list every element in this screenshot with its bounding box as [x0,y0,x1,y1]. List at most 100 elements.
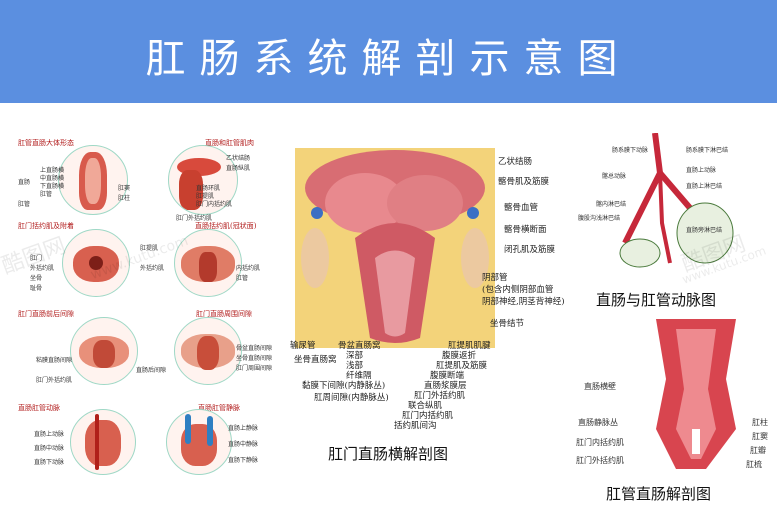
callout-label: 坐骨结节 [490,319,525,329]
callout-label: 阴部神经,阴茎背神经) [482,297,565,307]
callout-label: 括约肌间沟 [394,421,437,431]
anatomy-label: 内括约肌 [236,265,261,272]
callout-label: 髂骨肌及筋膜 [498,177,550,187]
anatomy-label: 上直肠横 [40,167,65,174]
artery-illustration [619,133,734,268]
callout-label: (包含内侧阴部血管 [482,285,554,295]
cross-section-illustration [295,148,495,348]
anatomy-circle [168,145,238,215]
artery-label: 直肠旁淋巴结 [686,227,723,234]
callout-label: 髂骨横断面 [504,225,547,235]
anatomy-label: 直肠中静脉 [228,441,259,448]
artery-label: 肠系膜下淋巴结 [686,147,729,154]
anatomy-label: 肛门内括约肌 [196,201,233,208]
anatomy-label: 坐骨直肠间隙 [236,355,273,362]
callout-label: 浅部 [346,361,364,371]
callout-label: 阴部管 [482,273,508,283]
anatomy-label: 乙状结肠 [226,155,251,162]
anatomy-label: 肛瓣 [750,446,766,455]
anatomy-label: 直肠上动脉 [34,431,65,438]
anatomy-label: 肛梳 [746,460,762,469]
anatomy-circle [166,409,232,475]
callout-label: 肛提肌肌腱 [448,341,491,351]
anatomy-label: 直肠环肌 [196,185,221,192]
cell-heading: 肛门直肠周围间隙 [196,310,252,318]
anatomy-circle [174,317,242,385]
anatomy-circle [58,145,128,215]
callout-label: 坐骨直肠窝 [294,355,337,365]
anatomy-label: 粘膜直肠间隙 [36,357,73,364]
artery-diagram: 肠系膜下动脉 肠系膜下淋巴结 直肠上动脉 直肠上淋巴结 髂总动脉 髂内淋巴结 腹… [560,103,777,309]
artery-label: 髂内淋巴结 [596,201,627,208]
artery-label: 直肠上淋巴结 [686,183,723,190]
callout-label: 腹膜返折 [442,351,477,361]
callout-label: 联合纵肌 [408,401,443,411]
diagram-caption: 直肠与肛管动脉图 [596,291,717,309]
cell-heading: 肛门直肠前后间隙 [18,310,74,318]
anatomy-label: 直肠下静脉 [228,457,259,464]
artery-label: 肠系膜下动脉 [612,147,649,154]
diagram-caption: 肛门直肠横解剖图 [328,445,449,463]
callout-label: 直肠浆膜层 [424,381,467,391]
anatomy-circle [70,409,136,475]
anatomy-label: 外括约肌 [30,265,55,272]
anatomy-label: 骨盆直肠间隙 [236,345,273,352]
anatomy-label: 直肠后间隙 [136,367,167,374]
callout-label: 黏膜下间隙(内静脉丛) [302,381,386,391]
anatomy-label: 肛门周围间隙 [236,365,273,372]
left-diagram-grid: 肛管直肠大体形态 直肠 肛管 上直肠横 中直肠横 下直肠横 肛管 肛窦 肛柱 直… [0,103,290,518]
callout-label: 肛提肌及筋膜 [436,361,488,371]
anatomy-label: 下直肠横 [40,183,65,190]
cell-heading: 直肠和肛管肌肉 [205,139,254,147]
anatomy-circle [70,317,138,385]
anatomy-label: 肛门外括约肌 [176,215,213,222]
callout-label: 肛门内括约肌 [402,411,454,421]
anatomy-label: 肛柱 [752,418,768,427]
anatomy-label: 肛门外括约肌 [36,377,73,384]
callout-label: 肛周间隙(内静脉丛) [314,393,389,403]
anatomy-label: 耻骨 [30,285,43,292]
anatomy-label: 肛柱 [118,195,131,202]
callout-label: 乙状结肠 [498,157,533,167]
diagram-caption: 肛管直肠解剖图 [606,485,712,503]
callout-label: 深部 [346,351,364,361]
callout-label: 骨盆直肠窝 [338,341,381,351]
cell-heading: 肛门括约肌及附着 [18,222,74,230]
anatomy-label: 肛管 [40,191,53,198]
anatomy-label: 直肠下动脉 [34,459,65,466]
anatomy-label: 肛管 [236,275,249,282]
cell-heading: 直肠肛管静脉 [198,404,240,412]
artery-label: 腹股沟浅淋巴结 [578,215,621,222]
callout-label: 闭孔肌及筋膜 [504,245,556,255]
anatomy-label: 直肠静脉丛 [578,418,618,427]
callout-label: 髂骨血管 [504,203,539,213]
cell-heading: 直肠括约肌(冠状面) [195,222,257,230]
anatomy-label: 肛门 [30,255,43,262]
artery-label: 髂总动脉 [602,173,627,180]
anatomy-label: 肛窦 [118,185,131,192]
anatomy-label: 肛门外括约肌 [576,456,624,465]
side-label: 肛管 [18,201,31,208]
anatomy-circle [62,229,130,297]
cell-heading: 肛管直肠大体形态 [18,139,74,147]
anatomy-circle [174,229,242,297]
anatomy-label: 中直肠横 [40,175,65,182]
anatomy-label: 外括约肌 [140,265,165,272]
anatomy-label: 直肠横壁 [584,382,616,391]
callout-label: 输尿管 [290,341,316,351]
anatomy-label: 坐骨 [30,275,43,282]
artery-label: 直肠上动脉 [686,167,717,174]
callout-label: 腹膜断端 [430,371,465,381]
callout-label: 纤维隔 [346,371,372,381]
cell-heading: 直肠肛管动脉 [18,404,60,412]
cross-section-diagram: 乙状结肠 髂骨肌及筋膜 髂骨血管 髂骨横断面 闭孔肌及筋膜 阴部管 (包含内侧阴… [290,103,565,518]
anatomy-label: 直肠上静脉 [228,425,259,432]
anatomy-label: 肛门内括约肌 [576,438,624,447]
anal-canal-illustration [656,319,736,469]
anatomy-label: 肛提肌 [140,245,159,252]
anatomy-label: 肛提肌 [196,193,215,200]
title-banner: 肛肠系统解剖示意图 [0,0,777,103]
anatomy-label: 肛窦 [752,432,768,441]
side-label: 直肠 [18,179,31,186]
anal-canal-diagram: 直肠横壁 直肠静脉丛 肛门内括约肌 肛门外括约肌 肛柱 肛窦 肛瓣 肛梳 肛管直… [560,303,777,518]
